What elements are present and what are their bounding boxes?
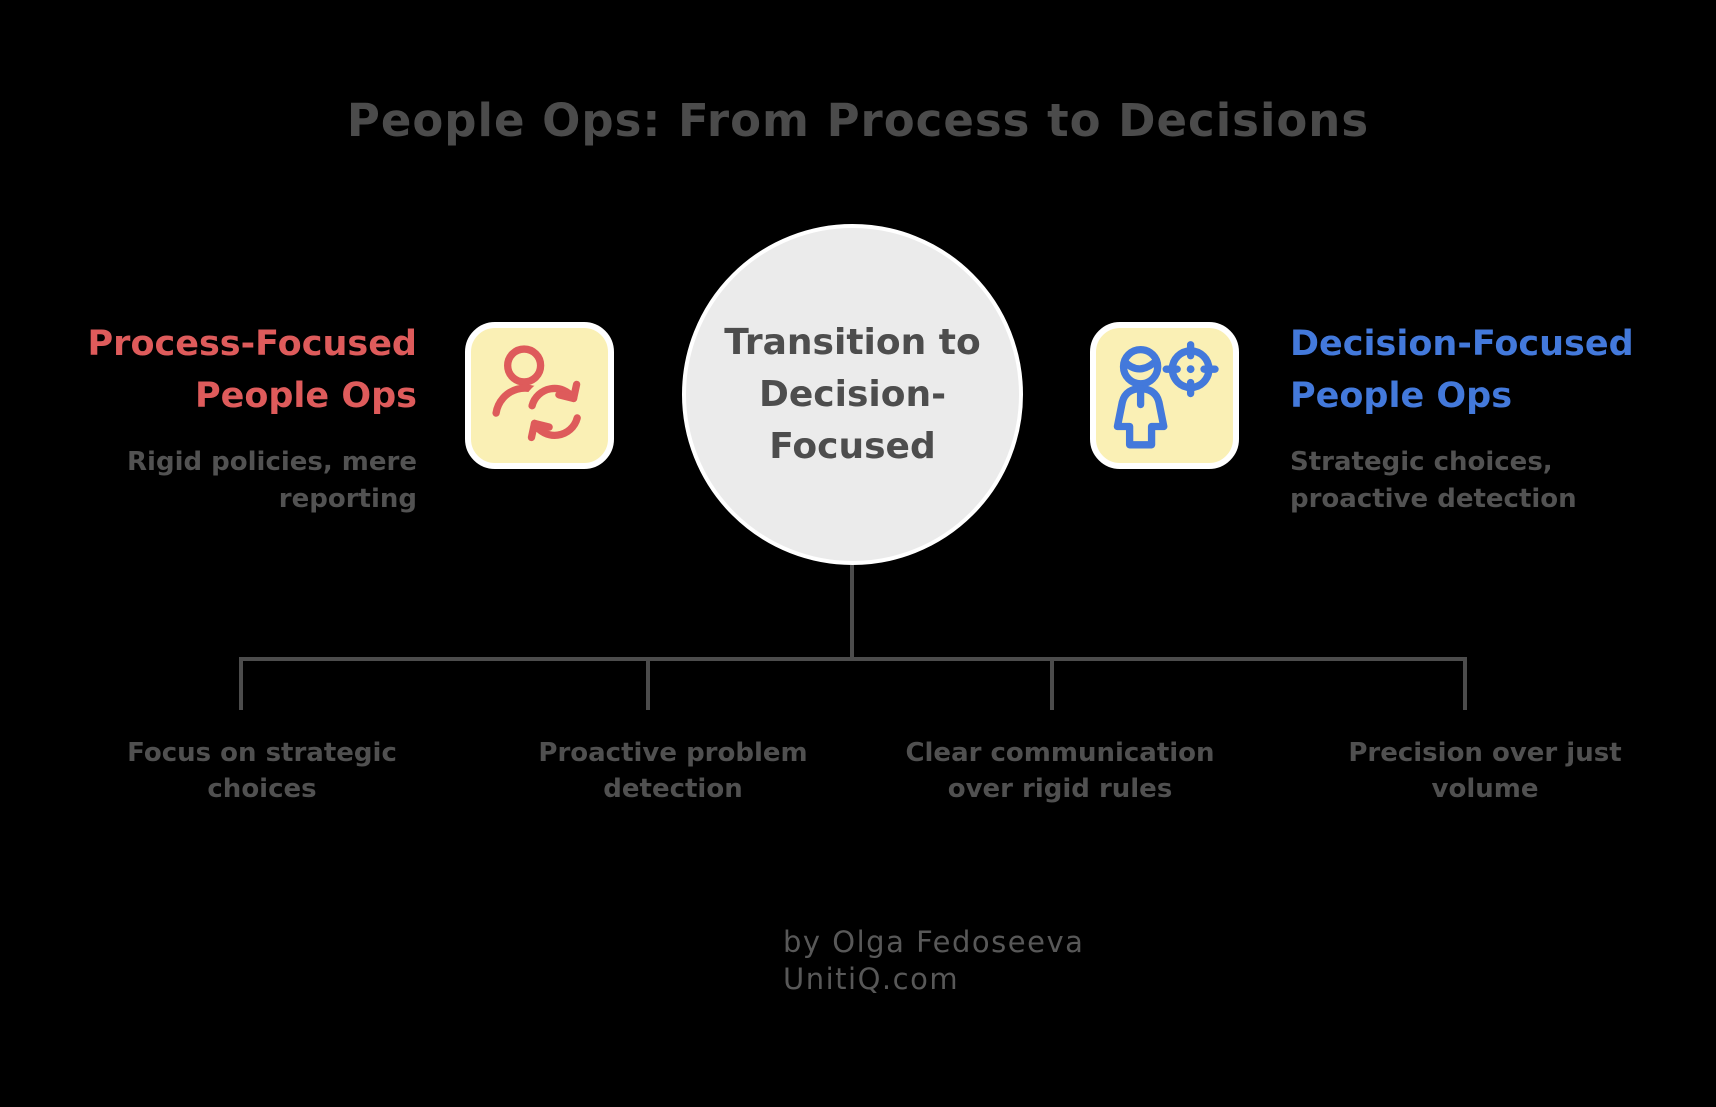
- branch-line: over rigid rules: [947, 774, 1173, 804]
- center-node-line: Focused: [769, 425, 936, 467]
- branch-tick: [239, 657, 243, 710]
- branch-line: choices: [207, 774, 317, 804]
- branch-line: detection: [603, 774, 743, 804]
- heading-line: People Ops: [1290, 376, 1513, 416]
- center-node-line: Decision-: [758, 373, 947, 415]
- center-node-line: Transition to: [724, 321, 981, 363]
- person-target-icon: [1113, 340, 1219, 448]
- footer-byline: by Olga Fedoseeva: [783, 925, 1085, 959]
- branch-label-proactive-detection: Proactive problem detection: [503, 735, 843, 807]
- subtext-line: reporting: [278, 484, 417, 514]
- subtext-line: Rigid policies, mere: [127, 447, 417, 477]
- heading-line: People Ops: [194, 376, 417, 416]
- branch-line: volume: [1431, 774, 1539, 804]
- person-sync-icon: [491, 344, 588, 445]
- process-icon-box: [465, 322, 614, 469]
- branch-label-strategic-choices: Focus on strategic choices: [92, 735, 432, 807]
- branch-tick: [1463, 657, 1467, 710]
- footer-credit: by Olga Fedoseeva UnitiQ.com: [783, 924, 1084, 998]
- subtext-line: Strategic choices,: [1290, 447, 1553, 477]
- branch-label-precision-over-volume: Precision over just volume: [1315, 735, 1655, 807]
- branch-line: Focus on strategic: [127, 738, 397, 768]
- footer-site: UnitiQ.com: [783, 962, 960, 996]
- branch-label-clear-communication: Clear communication over rigid rules: [890, 735, 1230, 807]
- center-transition-node: Transition to Decision- Focused: [682, 224, 1023, 565]
- subtext-line: proactive detection: [1290, 484, 1577, 514]
- decision-focused-heading: Decision-Focused People Ops: [1290, 318, 1670, 422]
- page-title: People Ops: From Process to Decisions: [346, 94, 1370, 147]
- center-stem-connector: [850, 565, 854, 659]
- branch-tick: [646, 657, 650, 710]
- branch-line: Precision over just: [1348, 738, 1622, 768]
- heading-line: Process-Focused: [87, 324, 417, 364]
- process-focused-heading: Process-Focused People Ops: [57, 318, 417, 422]
- process-focused-subtext: Rigid policies, mere reporting: [57, 444, 417, 518]
- branch-horizontal-connector: [239, 657, 1467, 661]
- heading-line: Decision-Focused: [1290, 324, 1634, 364]
- decision-focused-subtext: Strategic choices, proactive detection: [1290, 444, 1670, 518]
- branch-line: Clear communication: [905, 738, 1215, 768]
- branch-tick: [1050, 657, 1054, 710]
- branch-line: Proactive problem: [538, 738, 808, 768]
- decision-icon-box: [1090, 322, 1239, 469]
